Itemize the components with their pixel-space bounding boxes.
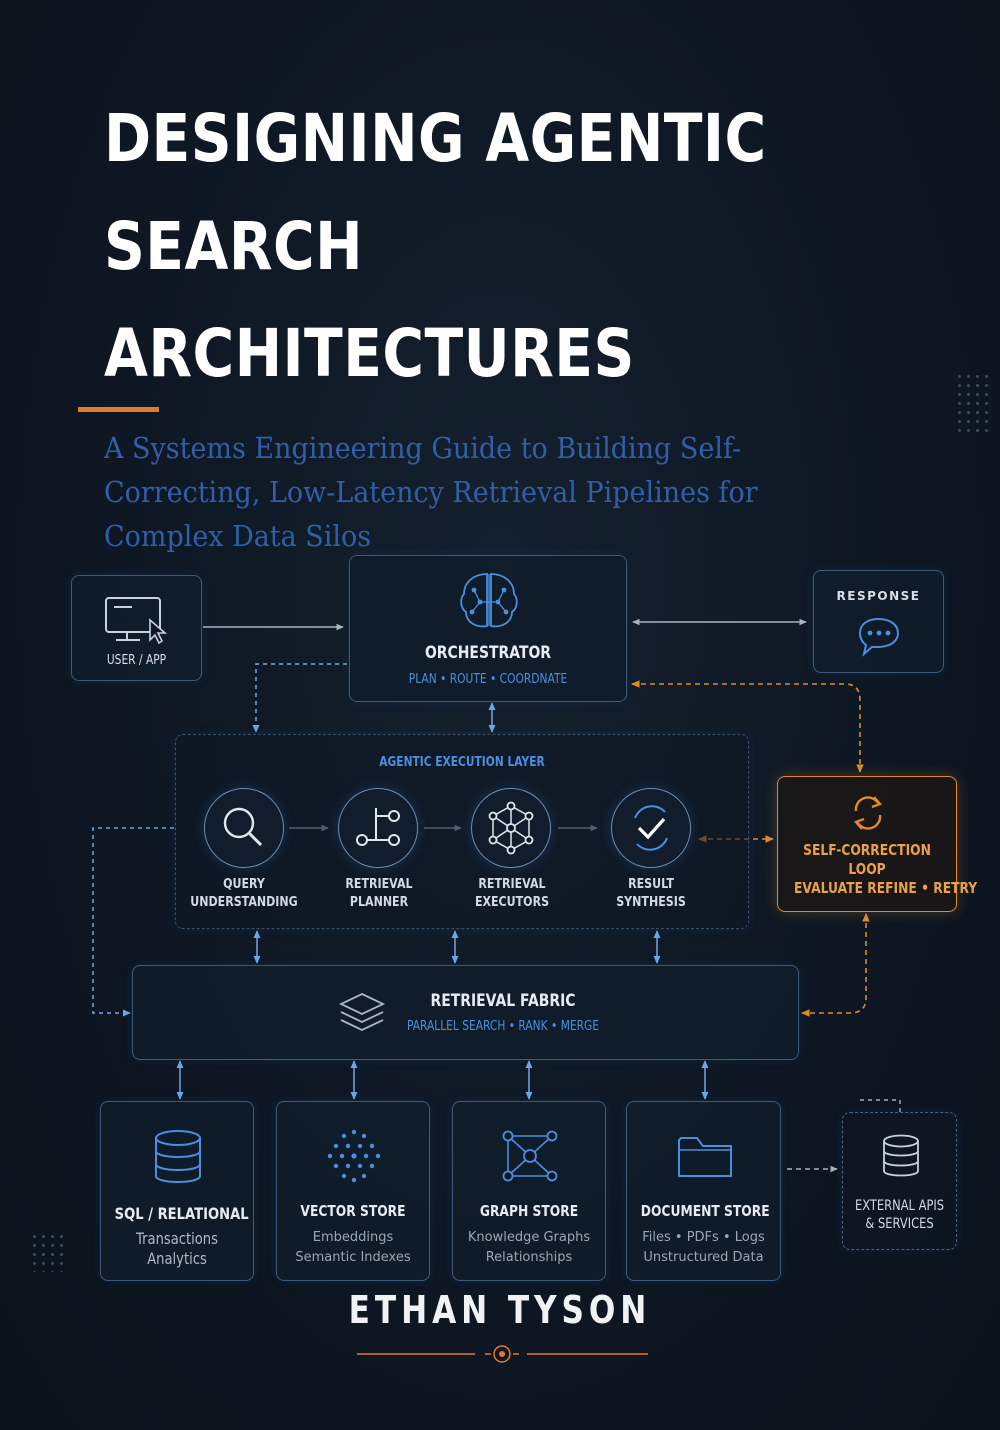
execution-layer-label: AGENTIC EXECUTION LAYER bbox=[379, 755, 545, 770]
author-name: ETHAN TYSON bbox=[348, 1288, 652, 1332]
store-desc-line1: Transactions bbox=[136, 1229, 218, 1248]
monitor-cursor-icon bbox=[105, 597, 168, 645]
store-desc-line2: Relationships bbox=[485, 1250, 573, 1265]
result-synthesis-node bbox=[611, 788, 691, 868]
orchestrator-label: ORCHESTRATOR bbox=[424, 643, 552, 663]
store-desc-line2: Semantic Indexes bbox=[295, 1250, 411, 1265]
database-icon bbox=[883, 1134, 919, 1177]
external-apis-box: EXTERNAL APIS & SERVICES bbox=[842, 1112, 957, 1250]
check-icon bbox=[634, 805, 668, 851]
title-line-3: ARCHITECTURES bbox=[104, 315, 635, 392]
retrieval-fabric-subtitle: PARALLEL SEARCH • RANK • MERGE bbox=[406, 1019, 600, 1034]
query-understanding-node bbox=[204, 788, 284, 868]
database-icon bbox=[155, 1130, 201, 1183]
sql-store-box: SQL / RELATIONAL Transactions Analytics bbox=[100, 1101, 254, 1281]
store-desc-line2: Unstructured Data bbox=[643, 1250, 764, 1265]
dot-pattern-right bbox=[955, 372, 991, 432]
stage-label-line2: SYNTHESIS bbox=[616, 895, 686, 910]
retrieval-planner-node bbox=[338, 788, 418, 868]
layers-icon bbox=[338, 993, 386, 1031]
stage-label-line2: PLANNER bbox=[349, 895, 409, 910]
graph-store-box: GRAPH STORE Knowledge Graphs Relationshi… bbox=[452, 1101, 606, 1281]
retrieval-planner-label: RETRIEVAL PLANNER bbox=[324, 876, 435, 912]
stage-label-line1: RETRIEVAL bbox=[345, 877, 413, 892]
vector-store-desc: Embeddings Semantic Indexes bbox=[277, 1228, 429, 1268]
external-apis-line2: & SERVICES bbox=[865, 1216, 934, 1232]
magnifier-icon bbox=[223, 807, 263, 847]
brain-circuit-icon bbox=[460, 573, 518, 628]
query-understanding-label: QUERY UNDERSTANDING bbox=[189, 876, 300, 912]
stage-label-line1: RESULT bbox=[628, 877, 674, 892]
subtitle: A Systems Engineering Guide to Building … bbox=[104, 431, 758, 553]
retrieval-executors-label: RETRIEVAL EXECUTORS bbox=[457, 876, 568, 912]
dot-cluster-icon bbox=[327, 1129, 381, 1183]
user-app-box: USER / APP bbox=[71, 575, 202, 681]
self-correction-line1: SELF-CORRECTION bbox=[803, 841, 931, 859]
refresh-icon bbox=[853, 796, 883, 830]
graph-store-title: GRAPH STORE bbox=[479, 1202, 579, 1220]
sql-store-desc: Transactions Analytics bbox=[115, 1229, 240, 1269]
network-icon bbox=[488, 801, 534, 855]
result-synthesis-label: RESULT SYNTHESIS bbox=[596, 876, 707, 912]
retrieval-fabric-box: RETRIEVAL FABRIC PARALLEL SEARCH • RANK … bbox=[132, 965, 799, 1060]
vector-store-title: VECTOR STORE bbox=[300, 1202, 406, 1220]
orchestrator-subtitle: PLAN • ROUTE • COORDNATE bbox=[408, 672, 568, 687]
external-apis-label: EXTERNAL APIS & SERVICES bbox=[853, 1197, 946, 1233]
title-line-2: SEARCH bbox=[104, 208, 364, 285]
document-store-title: DOCUMENT STORE bbox=[640, 1202, 770, 1220]
stage-label-line2: UNDERSTANDING bbox=[190, 895, 298, 910]
stage-label-line1: RETRIEVAL bbox=[478, 877, 546, 892]
title-accent-bar bbox=[78, 407, 159, 412]
self-correction-box: SELF-CORRECTION LOOP EVALUATE REFINE • R… bbox=[777, 776, 978, 912]
graph-icon bbox=[502, 1130, 558, 1182]
retrieval-fabric-label: RETRIEVAL FABRIC bbox=[430, 991, 576, 1011]
stage-label-line2: EXECUTORS bbox=[474, 895, 550, 910]
self-correction-line2: LOOP bbox=[848, 860, 886, 878]
response-box: RESPONSE bbox=[813, 570, 944, 673]
store-desc-line2: Analytics bbox=[147, 1249, 207, 1268]
dot-pattern-left bbox=[30, 1232, 66, 1272]
author-divider bbox=[357, 1345, 648, 1363]
external-apis-line1: EXTERNAL APIS bbox=[854, 1198, 945, 1214]
document-store-desc: Files • PDFs • Logs Unstructured Data bbox=[627, 1228, 780, 1268]
graph-store-desc: Knowledge Graphs Relationships bbox=[453, 1228, 605, 1268]
self-correction-line3: EVALUATE REFINE • RETRY bbox=[794, 879, 978, 897]
retrieval-executors-node bbox=[471, 788, 551, 868]
store-desc-line1: Knowledge Graphs bbox=[467, 1230, 591, 1245]
folder-icon bbox=[678, 1137, 732, 1177]
response-label: RESPONSE bbox=[836, 589, 921, 603]
sql-store-title: SQL / RELATIONAL bbox=[114, 1204, 249, 1223]
store-desc-line1: Embeddings bbox=[312, 1230, 394, 1245]
user-app-label: USER / APP bbox=[106, 653, 167, 668]
orchestrator-box: ORCHESTRATOR PLAN • ROUTE • COORDNATE bbox=[349, 555, 627, 702]
chat-bubble-icon bbox=[858, 617, 900, 657]
store-desc-line1: Files • PDFs • Logs bbox=[642, 1230, 765, 1245]
stage-label-line1: QUERY bbox=[223, 877, 265, 892]
self-correction-label: SELF-CORRECTION LOOP EVALUATE REFINE • R… bbox=[794, 841, 978, 898]
flow-nodes-icon bbox=[356, 808, 400, 846]
title-line-1: DESIGNING AGENTIC bbox=[104, 100, 767, 177]
vector-store-box: VECTOR STORE Embeddings Semantic Indexes bbox=[276, 1101, 430, 1281]
document-store-box: DOCUMENT STORE Files • PDFs • Logs Unstr… bbox=[626, 1101, 781, 1281]
